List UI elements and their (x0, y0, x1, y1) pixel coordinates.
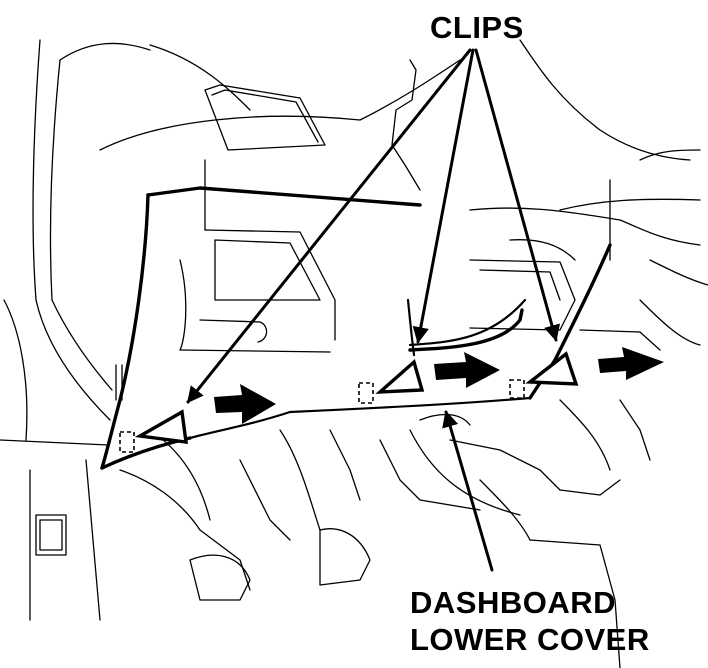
leader-clip-left (186, 48, 472, 404)
leader-clip-center (412, 48, 475, 344)
leader-clip-right (474, 48, 561, 342)
clip-left (119, 409, 188, 453)
clip-left-triangle (134, 409, 188, 444)
background-line-art (0, 39, 708, 668)
removal-arrow-left (214, 384, 276, 424)
clip-right-hole (509, 379, 525, 399)
removal-arrow-right (598, 347, 664, 380)
dashboard-lower-cover-label-line2: LOWER COVER (410, 622, 650, 657)
clip-center (358, 358, 425, 404)
clips-label: CLIPS (430, 10, 524, 45)
clip-right-triangle (525, 351, 579, 386)
clip-left-hole (119, 431, 135, 453)
clips-group (119, 351, 579, 453)
clip-right (509, 351, 579, 399)
leader-dashboard-lower-cover (442, 410, 494, 572)
removal-arrows (214, 347, 664, 424)
clip-center-triangle (375, 358, 425, 394)
removal-arrow-center (434, 352, 500, 388)
clip-center-hole (358, 382, 374, 404)
clips-leader-lines (186, 48, 561, 404)
dashboard-lower-cover-label-line1: DASHBOARD (410, 585, 616, 620)
